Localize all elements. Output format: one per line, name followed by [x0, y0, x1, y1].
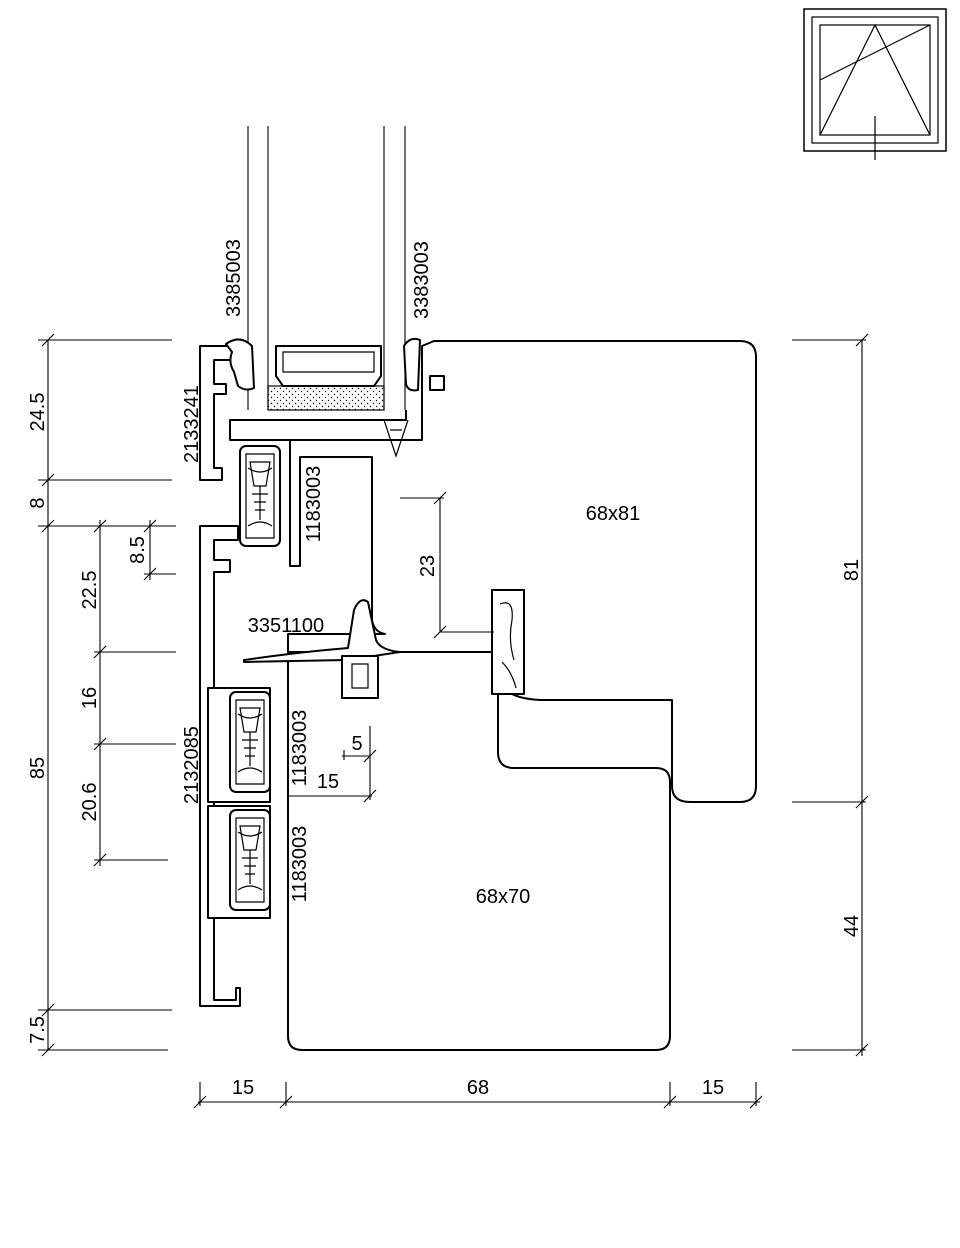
dimension-labels: 24.5 8 85 7.5 8.5 22.5 16 20.6 23 81 44 … — [27, 393, 863, 1099]
dim-left-24-5: 24.5 — [27, 393, 49, 432]
dim-rebate-23: 23 — [417, 555, 439, 577]
code-3383003: 3383003 — [411, 241, 433, 319]
dim-clip-5: 5 — [351, 733, 362, 755]
dim-inner-16: 16 — [79, 687, 101, 709]
frame-section-label: 68x70 — [476, 886, 531, 908]
code-2133241: 2133241 — [181, 385, 203, 463]
dim-right-44: 44 — [841, 915, 863, 937]
code-1183003-top: 1183003 — [303, 466, 325, 542]
dim-clip-15: 15 — [317, 771, 339, 793]
fixing-clips — [229, 445, 281, 911]
tilt-turn-window-icon — [803, 8, 947, 160]
dim-left-8: 8 — [27, 497, 49, 508]
sash-profile — [229, 340, 757, 803]
dimension-lines — [38, 333, 869, 1109]
dim-left-85: 85 — [27, 757, 49, 779]
dim-right-81: 81 — [841, 559, 863, 581]
code-3351100: 3351100 — [248, 615, 324, 637]
frame-profile — [287, 651, 671, 1051]
code-2132085: 2132085 — [181, 726, 203, 804]
sash-section-label: 68x81 — [586, 503, 641, 525]
code-1183003-mid: 1183003 — [289, 710, 311, 786]
code-1183003-bottom: 1183003 — [289, 826, 311, 902]
dim-inner-20-6: 20.6 — [79, 783, 101, 822]
dim-bottom-15-left: 15 — [232, 1077, 254, 1099]
dim-left-7-5: 7.5 — [27, 1016, 49, 1044]
dim-bottom-68: 68 — [467, 1077, 489, 1099]
dim-inner-8-5: 8.5 — [127, 536, 149, 564]
center-seal — [243, 589, 525, 699]
part-labels: 68x81 68x70 3385003 3383003 2133241 1183… — [181, 239, 640, 908]
dim-bottom-15-right: 15 — [702, 1077, 724, 1099]
code-3385003: 3385003 — [223, 239, 245, 317]
glazing-unit — [247, 126, 406, 411]
dim-inner-22-5: 22.5 — [79, 571, 101, 610]
